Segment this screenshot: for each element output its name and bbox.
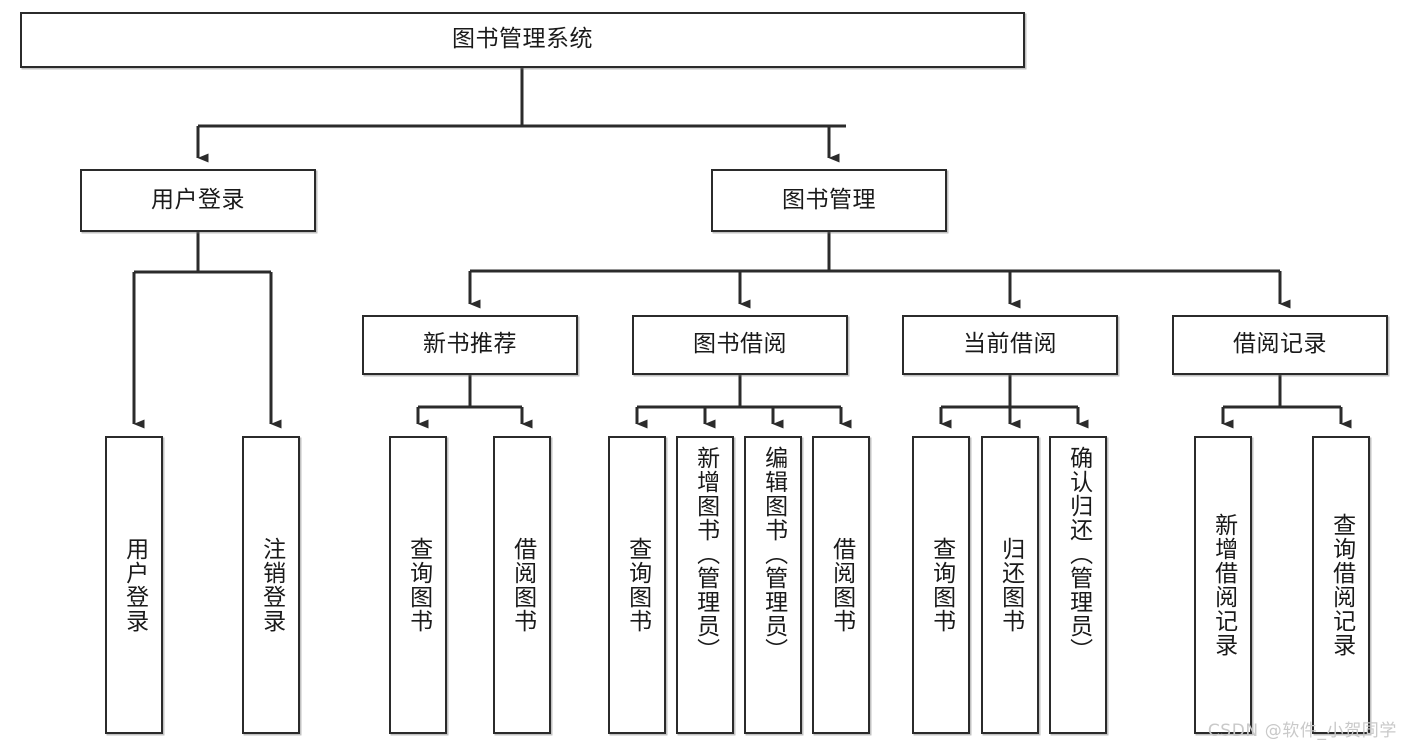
leaf-query-book-3[interactable]: 查询图书 — [912, 436, 970, 734]
leaf-query-book-1-label: 查询图书 — [405, 537, 432, 633]
node-borrow-record-label: 借阅记录 — [1233, 331, 1327, 358]
leaf-query-book-2-label: 查询图书 — [624, 537, 651, 633]
leaf-confirm-return-label: 确认归还（管理员） — [1065, 446, 1092, 662]
node-book-management[interactable]: 图书管理 — [711, 169, 947, 232]
node-borrow-record[interactable]: 借阅记录 — [1172, 315, 1388, 375]
leaf-query-book-3-label: 查询图书 — [928, 537, 955, 633]
leaf-borrow-book-1-label: 借阅图书 — [509, 537, 536, 633]
node-root-label: 图书管理系统 — [452, 26, 593, 53]
node-current-borrow[interactable]: 当前借阅 — [902, 315, 1118, 375]
leaf-borrow-book-1[interactable]: 借阅图书 — [493, 436, 551, 734]
leaf-user-login[interactable]: 用户登录 — [105, 436, 163, 734]
leaf-borrow-book-2-label: 借阅图书 — [828, 537, 855, 633]
node-new-book-recommend[interactable]: 新书推荐 — [362, 315, 578, 375]
leaf-query-book-1[interactable]: 查询图书 — [389, 436, 447, 734]
leaf-add-book-label: 新增图书（管理员） — [692, 446, 719, 662]
leaf-user-login-label: 用户登录 — [121, 537, 148, 633]
leaf-edit-book-label: 编辑图书（管理员） — [760, 446, 787, 662]
node-current-borrow-label: 当前借阅 — [963, 331, 1057, 358]
node-book-management-label: 图书管理 — [782, 186, 876, 213]
leaf-logout-label: 注销登录 — [258, 537, 285, 633]
leaf-confirm-return[interactable]: 确认归还（管理员） — [1049, 436, 1107, 734]
leaf-add-book[interactable]: 新增图书（管理员） — [676, 436, 734, 734]
node-new-book-recommend-label: 新书推荐 — [423, 331, 517, 358]
leaf-edit-book[interactable]: 编辑图书（管理员） — [744, 436, 802, 734]
node-root[interactable]: 图书管理系统 — [20, 12, 1025, 68]
leaf-logout[interactable]: 注销登录 — [242, 436, 300, 734]
node-user-login-label: 用户登录 — [151, 186, 245, 213]
leaf-add-record-label: 新增借阅记录 — [1210, 513, 1237, 657]
csdn-watermark: CSDN @软件_小贺同学 — [1207, 721, 1397, 741]
node-book-borrow-label: 图书借阅 — [693, 331, 787, 358]
leaf-query-record-label: 查询借阅记录 — [1328, 513, 1355, 657]
leaf-borrow-book-2[interactable]: 借阅图书 — [812, 436, 870, 734]
leaf-return-book[interactable]: 归还图书 — [981, 436, 1039, 734]
leaf-query-record[interactable]: 查询借阅记录 — [1312, 436, 1370, 734]
leaf-query-book-2[interactable]: 查询图书 — [608, 436, 666, 734]
leaf-return-book-label: 归还图书 — [997, 537, 1024, 633]
node-user-login[interactable]: 用户登录 — [80, 169, 316, 232]
leaf-add-record[interactable]: 新增借阅记录 — [1194, 436, 1252, 734]
node-book-borrow[interactable]: 图书借阅 — [632, 315, 848, 375]
